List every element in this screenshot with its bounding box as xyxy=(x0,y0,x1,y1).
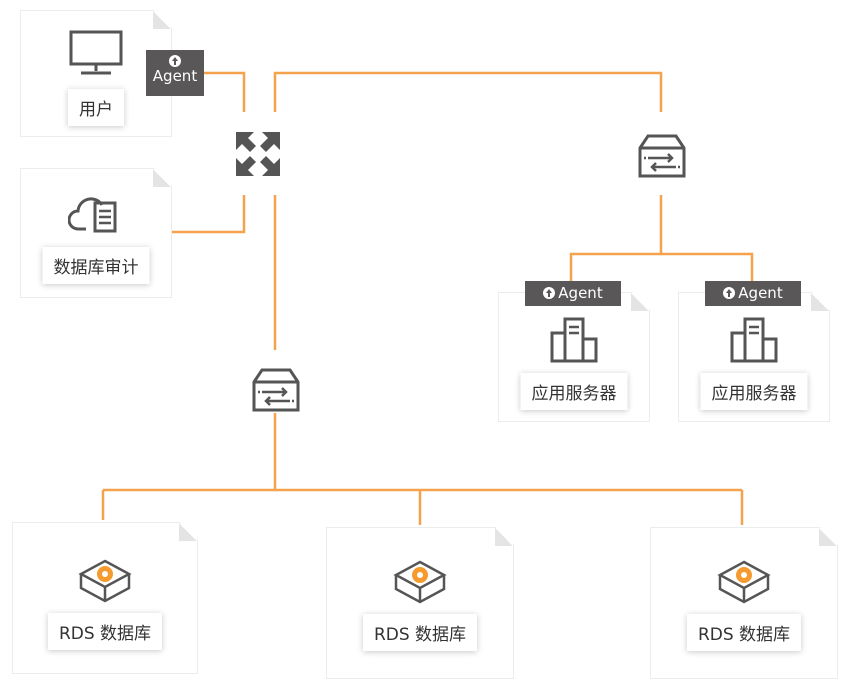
agent-label: Agent xyxy=(738,284,783,302)
agent-label: Agent xyxy=(152,67,198,85)
load-balancer-icon[interactable] xyxy=(638,134,686,178)
db-audit-label: 数据库审计 xyxy=(43,247,150,284)
app-server-agent-tag: Agent xyxy=(705,281,801,306)
agent-label: Agent xyxy=(558,284,603,302)
rds-label: RDS 数据库 xyxy=(687,614,801,651)
lb-to-app-bus-line xyxy=(569,195,663,285)
rds-card[interactable]: RDS 数据库 xyxy=(12,522,198,674)
app-server-card[interactable]: 应用服务器 xyxy=(498,292,650,422)
rds-database-icon xyxy=(77,557,133,609)
app-server-card[interactable]: 应用服务器 xyxy=(678,292,830,422)
switch-arrows-icon[interactable] xyxy=(234,130,282,178)
user-to-switch-line xyxy=(200,71,246,112)
rds-database-icon xyxy=(392,558,448,610)
app-server-agent-tag: Agent xyxy=(525,281,621,306)
rds-label: RDS 数据库 xyxy=(48,613,162,650)
user-label: 用户 xyxy=(68,89,124,126)
rds-card[interactable]: RDS 数据库 xyxy=(650,527,838,679)
db-audit-card[interactable]: 数据库审计 xyxy=(20,168,172,298)
load-balancer-icon[interactable] xyxy=(252,368,300,412)
audit-to-switch-line xyxy=(170,195,246,234)
monitor-icon xyxy=(67,29,125,77)
app-server-label: 应用服务器 xyxy=(521,373,628,410)
app-server-label: 应用服务器 xyxy=(701,373,808,410)
cloud-database-icon xyxy=(68,189,124,237)
server-building-icon xyxy=(549,317,599,363)
upload-icon xyxy=(169,55,181,67)
upload-icon xyxy=(723,287,736,299)
rds-card[interactable]: RDS 数据库 xyxy=(326,527,514,679)
lb-to-app2-line xyxy=(661,252,754,285)
server-building-icon xyxy=(729,317,779,363)
rds-database-icon xyxy=(716,558,772,610)
switch-to-lb-line xyxy=(273,71,663,112)
upload-icon xyxy=(543,287,556,299)
rds-label: RDS 数据库 xyxy=(363,614,477,651)
user-agent-tag: Agent xyxy=(146,50,204,96)
